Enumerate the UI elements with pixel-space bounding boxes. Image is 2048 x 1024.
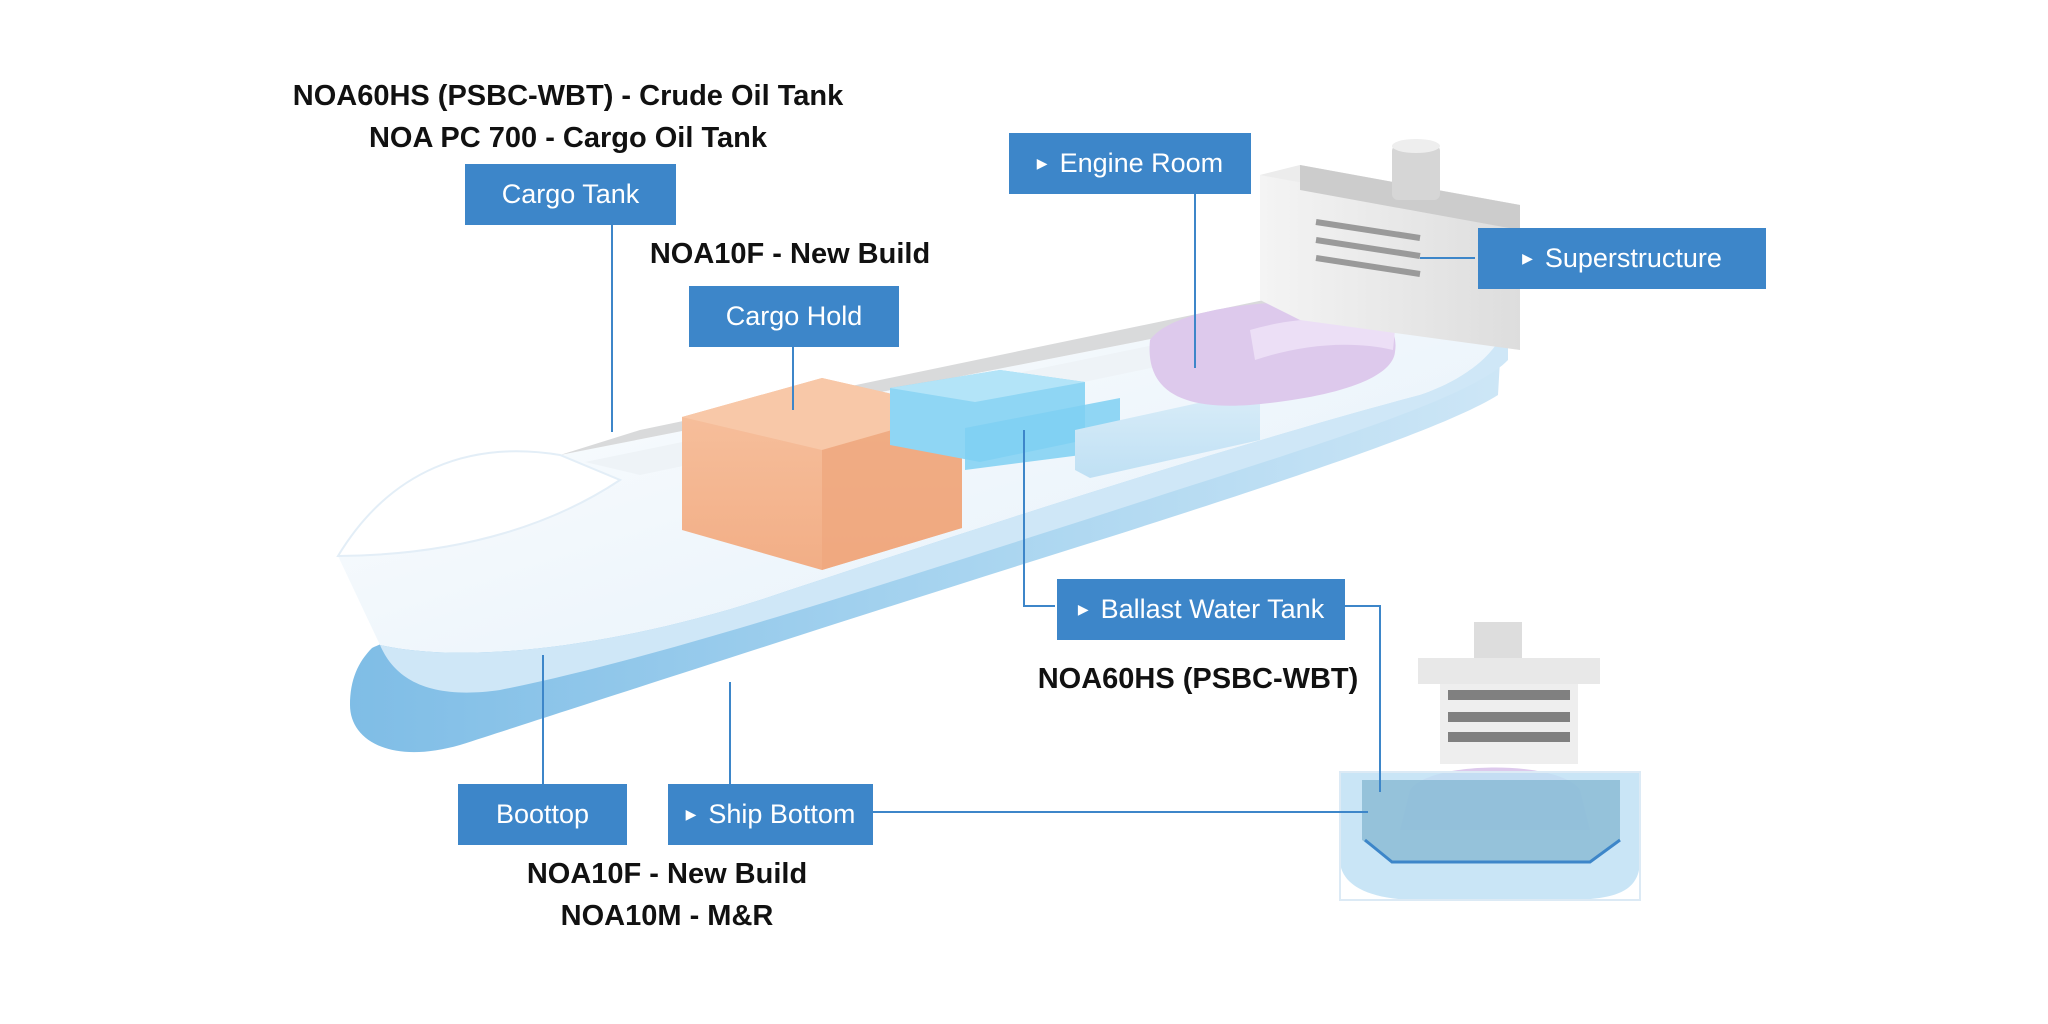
label-text: Engine Room [1059,148,1224,178]
superstructure-label[interactable]: ▶ Superstructure [1478,228,1766,289]
connector-lines [542,194,1475,813]
boottop-label[interactable]: Boottop [458,784,627,845]
product-line: NOA PC 700 - Cargo Oil Tank [368,122,768,154]
triangle-right-icon: ▶ [1077,601,1089,617]
product-line: NOA10F - New Build [526,858,808,890]
ballast-tank-products: NOA60HS (PSBC-WBT) [1028,658,1368,700]
hull-shade [380,320,1508,693]
ballast-water-tank-label[interactable]: ▶ Ballast Water Tank [1057,579,1345,640]
engine-room-label[interactable]: ▶ Engine Room [1009,133,1251,194]
ship-bottom-label[interactable]: ▶ Ship Bottom [668,784,873,845]
triangle-right-icon: ▶ [1036,155,1048,171]
cargo-tank-label[interactable]: Cargo Tank [465,164,676,225]
label-text: Cargo Tank [501,179,640,209]
cross-section-panel [1075,396,1260,478]
triangle-right-icon: ▶ [1522,250,1533,266]
product-line: NOA10F - New Build [649,238,931,270]
triangle-right-icon: ▶ [685,806,697,822]
cross-section-inset [1339,622,1641,901]
product-line: NOA60HS (PSBC-WBT) - Crude Oil Tank [292,80,844,112]
label-text: Boottop [495,799,590,829]
label-text: Superstructure [1544,243,1722,273]
label-text: Cargo Hold [725,301,863,331]
label-text: Ship Bottom [708,799,856,829]
superstructure-windows [1315,219,1421,277]
cargo-tank-products: NOA60HS (PSBC-WBT) - Crude Oil Tank NOA … [288,75,848,159]
bow [336,450,623,558]
cargo-hold-label[interactable]: Cargo Hold [689,286,899,347]
bottom-products: NOA10F - New Build NOA10M - M&R [517,853,817,937]
funnel [1392,145,1440,200]
product-line: NOA10M - M&R [560,900,774,932]
cargo-hold-products: NOA10F - New Build [640,233,940,275]
label-text: Ballast Water Tank [1100,594,1325,624]
product-line: NOA60HS (PSBC-WBT) [1037,663,1359,695]
